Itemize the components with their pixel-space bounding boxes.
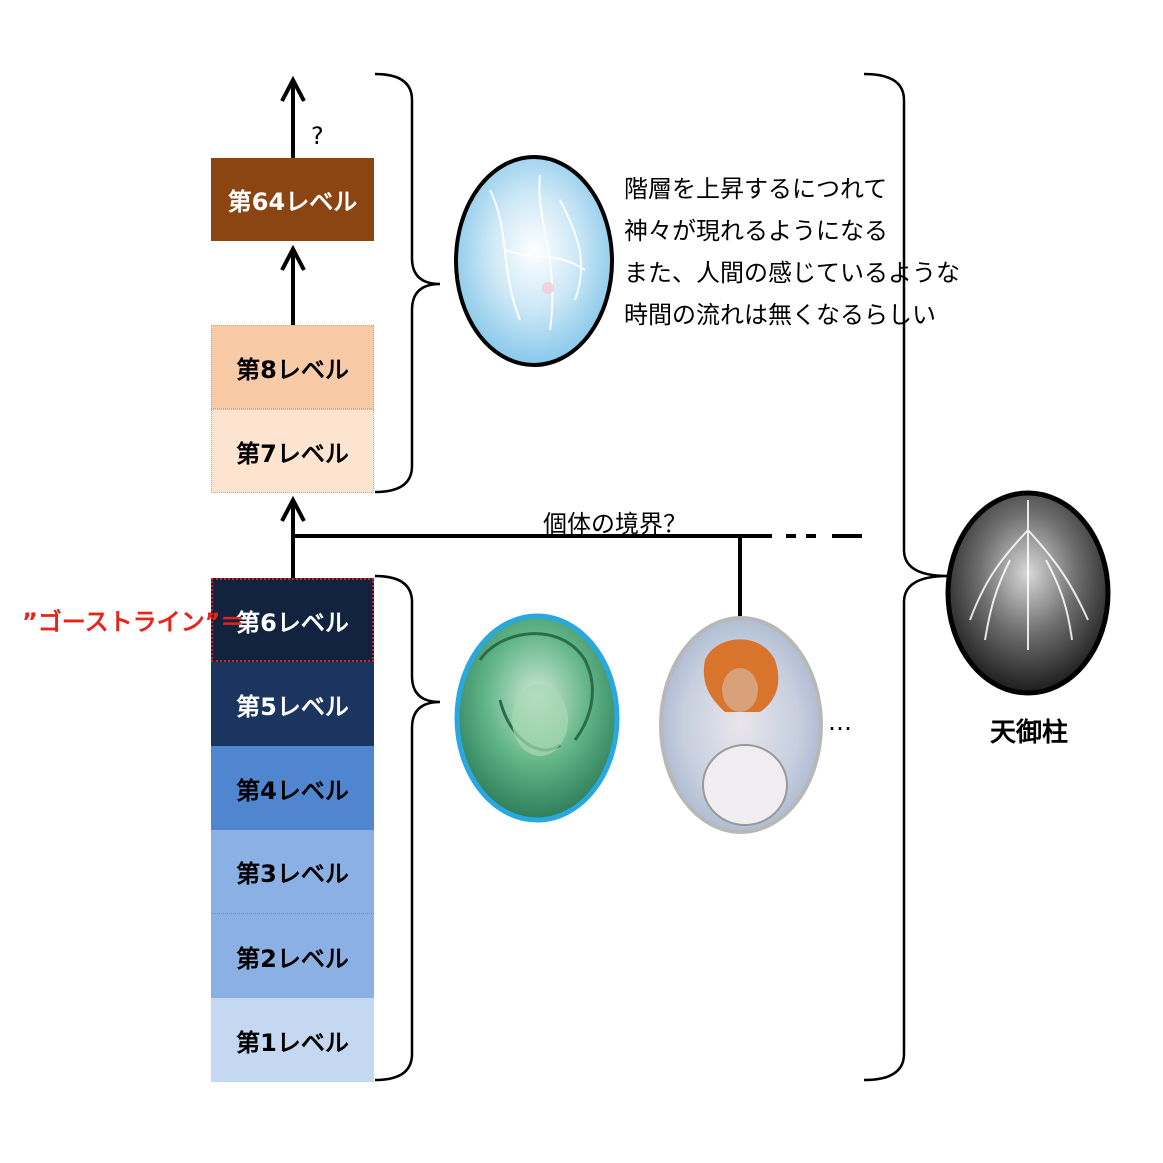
level-3-box: 第3レベル (211, 830, 374, 914)
ellipsis-label: … (828, 708, 852, 736)
level-8-box: 第8レベル (211, 325, 374, 409)
description-line-4: 時間の流れは無くなるらしい (624, 294, 960, 336)
level-3-label: 第3レベル (236, 854, 349, 889)
level-64-label: 第64レベル (228, 182, 357, 217)
level-64-box: 第64レベル (211, 158, 374, 241)
description-line-1: 階層を上昇するにつれて (624, 168, 960, 210)
level-7-label: 第7レベル (236, 434, 349, 469)
level-2-box: 第2レベル (211, 914, 374, 998)
question-mark-label: ? (311, 122, 324, 150)
level-8-label: 第8レベル (236, 350, 349, 385)
level-1-label: 第1レベル (236, 1023, 349, 1058)
lower-bracket (375, 576, 440, 1080)
level-2-label: 第2レベル (236, 939, 349, 974)
level-4-box: 第4レベル (211, 746, 374, 830)
pillar-label: 天御柱 (990, 712, 1068, 749)
girl-character-image (661, 618, 821, 832)
green-character-image (457, 616, 617, 820)
boundary-line (293, 536, 862, 620)
god-image (456, 157, 612, 365)
ghost-line-label: ”ゴーストライン”＝ (22, 602, 244, 637)
boundary-label: 個体の境界？ (543, 504, 687, 539)
level-5-box: 第5レベル (211, 662, 374, 746)
description-line-2: 神々が現れるようになる (624, 210, 960, 252)
pillar-image (948, 493, 1108, 693)
level-6-label: 第6レベル (236, 603, 349, 638)
level-1-box: 第1レベル (211, 998, 374, 1082)
level-5-label: 第5レベル (236, 687, 349, 722)
description-text: 階層を上昇するにつれて 神々が現れるようになる また、人間の感じているような 時… (624, 168, 960, 336)
level-4-label: 第4レベル (236, 771, 349, 806)
description-line-3: また、人間の感じているような (624, 252, 960, 294)
level-7-box: 第7レベル (211, 409, 374, 493)
upper-bracket (375, 74, 440, 492)
